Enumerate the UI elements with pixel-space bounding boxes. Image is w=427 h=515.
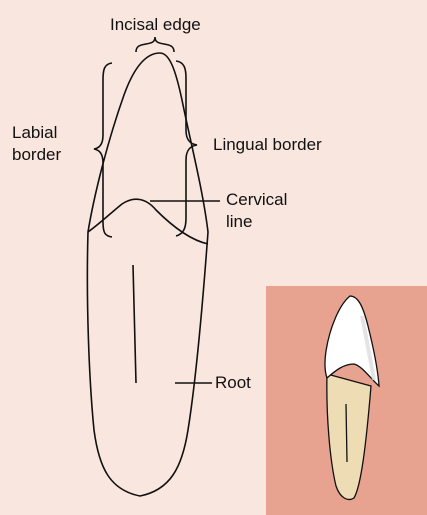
tooth-outline: [87, 53, 208, 496]
cervical-line: [88, 199, 208, 244]
cervical-line-label-line1: Cervical: [226, 190, 287, 210]
tooth-illustration-inset: [266, 286, 427, 515]
inset-tooth-drawing: [266, 286, 427, 515]
cervical-line-label-line2: line: [226, 212, 252, 232]
root-label: Root: [215, 373, 251, 393]
labial-border-brace: [94, 63, 112, 237]
pulp-canal-line: [133, 265, 136, 383]
labial-border-label-line1: Labial: [12, 123, 57, 143]
incisal-edge-label: Incisal edge: [110, 15, 201, 35]
inset-root: [327, 374, 371, 500]
incisal-edge-brace: [136, 37, 174, 52]
labial-border-label-line2: border: [12, 145, 61, 165]
lingual-border-label: Lingual border: [213, 135, 322, 155]
